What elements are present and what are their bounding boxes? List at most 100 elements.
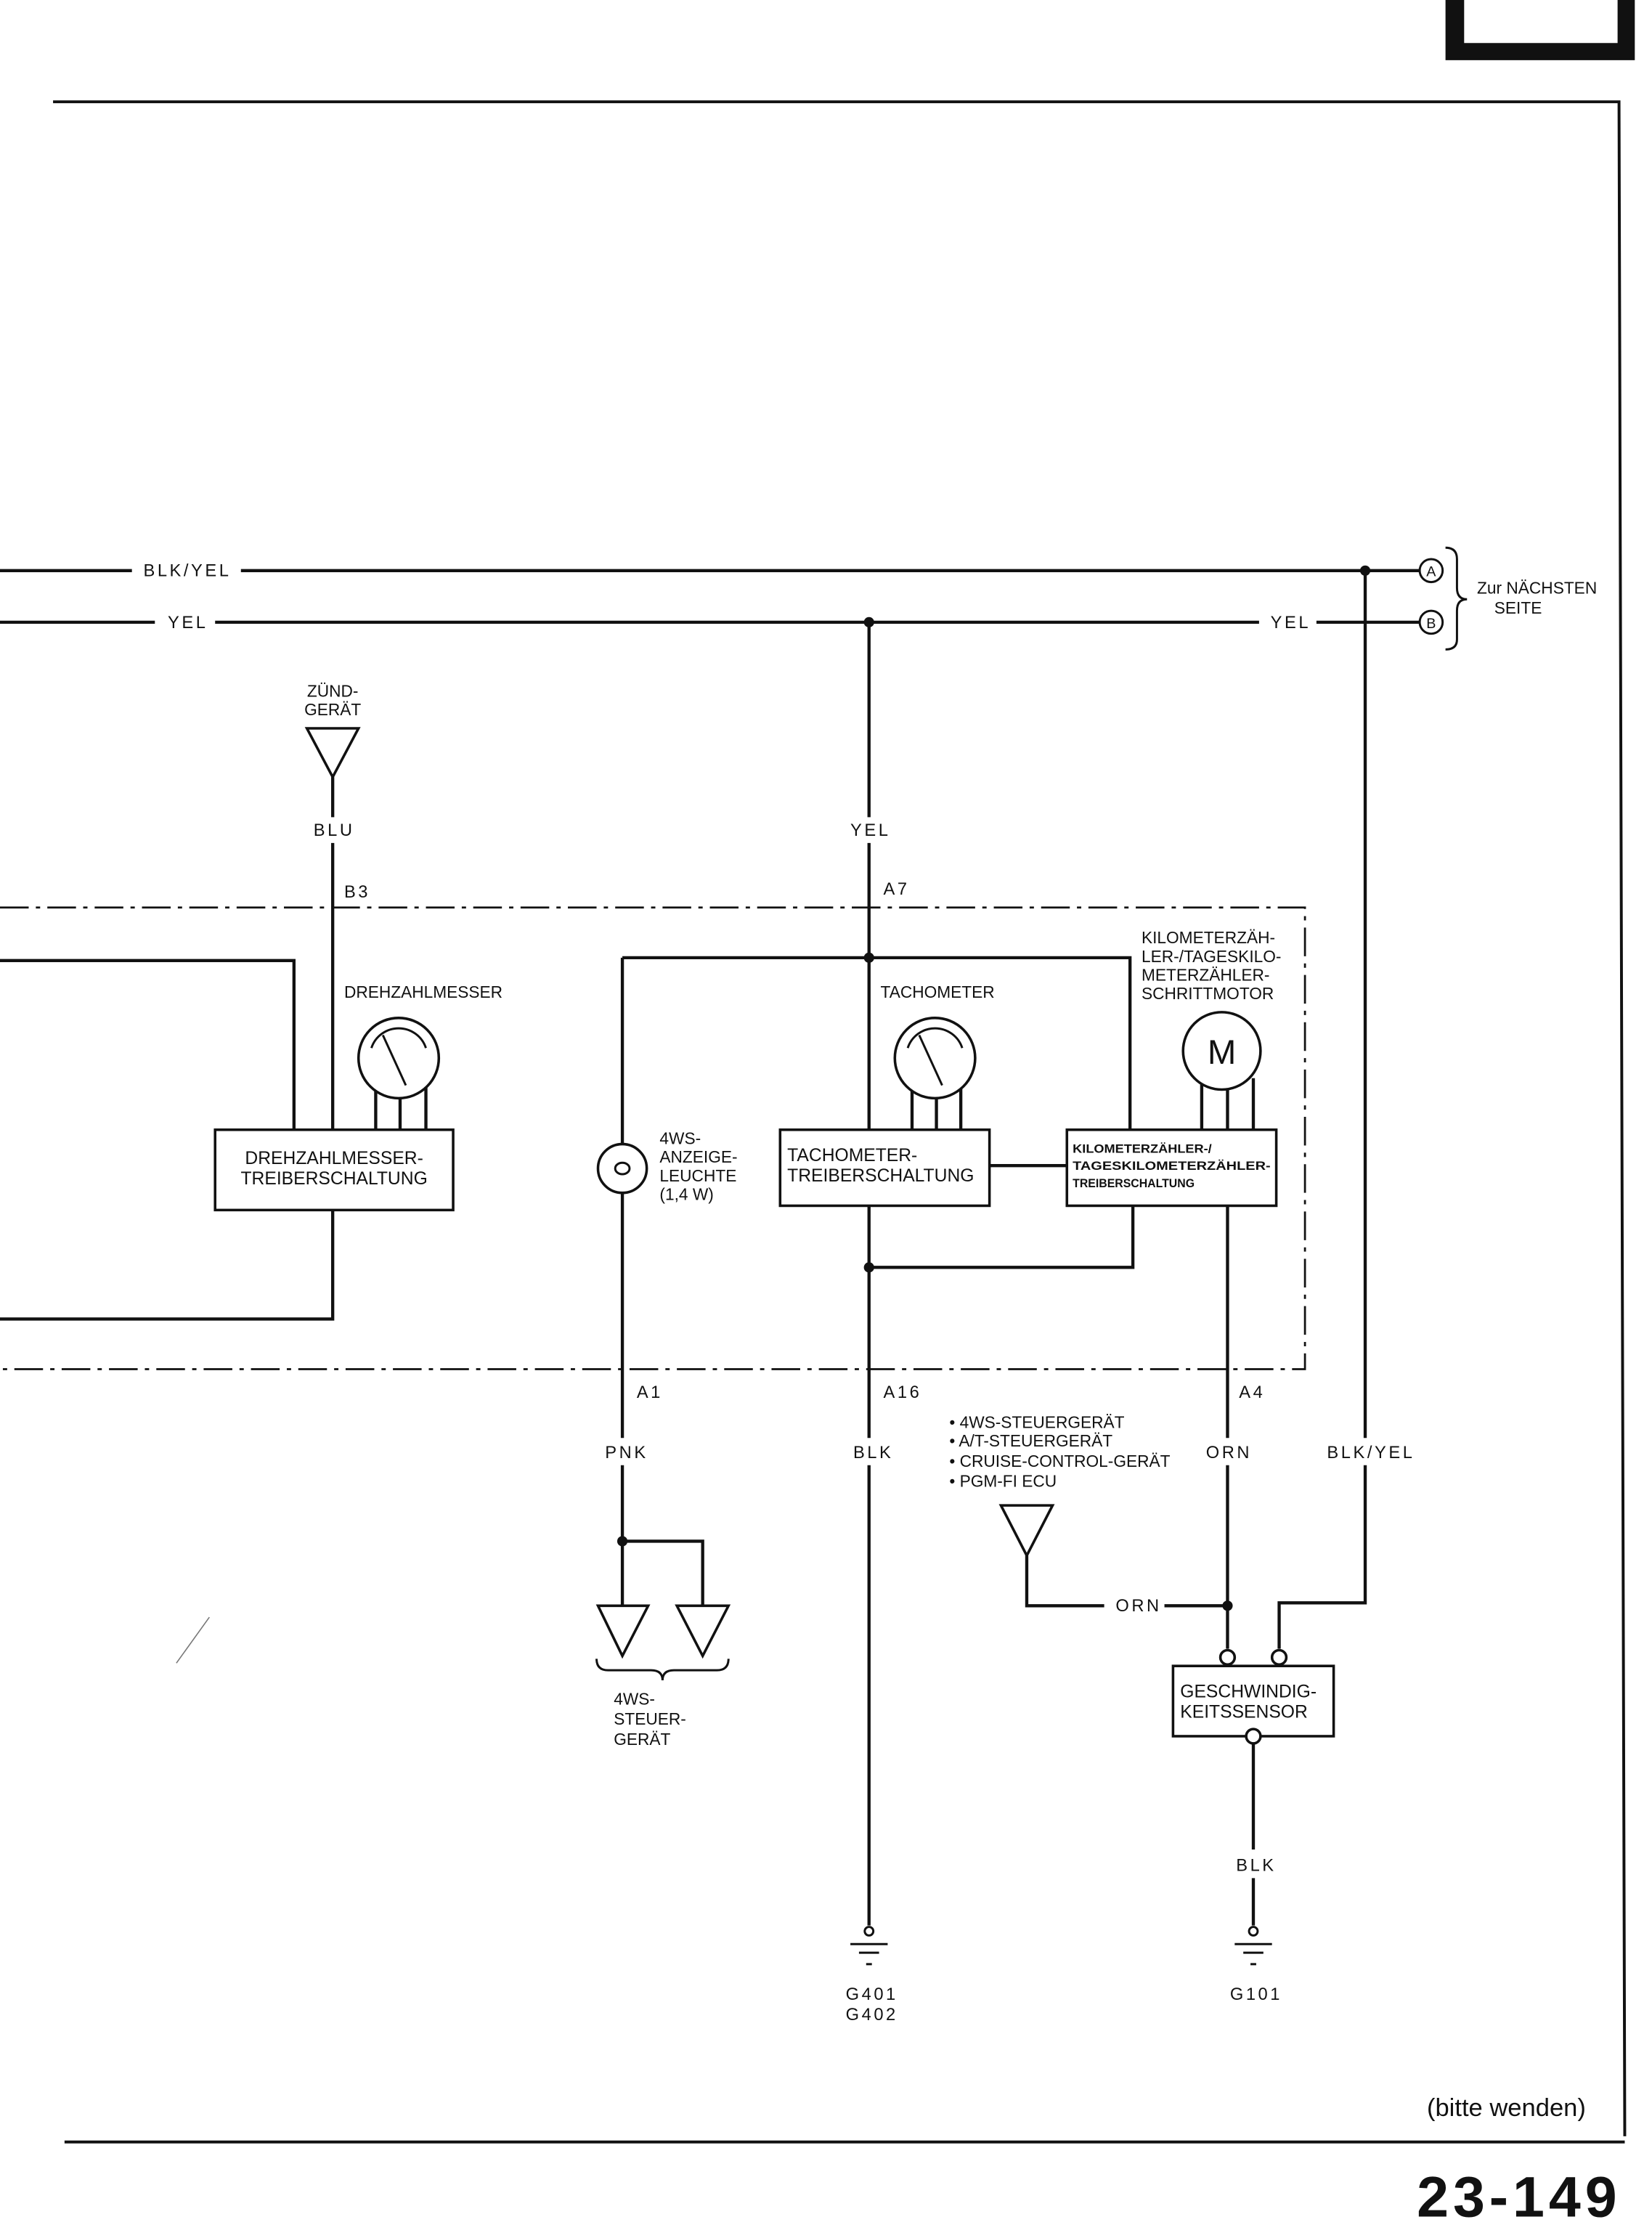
speed-sensor-rect xyxy=(1171,1664,1335,1738)
pin-label-a4: A4 xyxy=(1239,1383,1265,1402)
drehzahlmesser-driver-rect xyxy=(213,1128,455,1212)
ground-icon xyxy=(1234,1926,1272,1966)
pin-label-b3: B3 xyxy=(344,883,370,902)
tachometer-driver-rect xyxy=(778,1128,991,1208)
odometer-driver-line1: KILOMETERZÄHLER-/ xyxy=(1073,1142,1212,1155)
speed-sensor-label-line1: GESCHWINDIG- xyxy=(1180,1682,1317,1702)
motor-symbol: M xyxy=(1208,1033,1236,1072)
wire-label-blk-mid: BLK xyxy=(853,1444,893,1462)
terminal-icon xyxy=(1270,1648,1288,1667)
wire-label-yel-vertical: YEL xyxy=(850,821,890,840)
wire-cluster-feed xyxy=(622,956,1132,1130)
tachometer-driver-line1: TACHOMETER- xyxy=(787,1146,917,1165)
lamp-label-line4: (1,4 W) xyxy=(659,1185,713,1204)
wire-label-orn-horizontal: ORN xyxy=(1115,1597,1161,1616)
wire-driver-ground xyxy=(868,1205,1135,1269)
lamp-circle xyxy=(596,1142,648,1195)
gauge-needle xyxy=(918,1034,943,1086)
brace-icon xyxy=(595,1659,730,1681)
connector-circle-icon xyxy=(1418,558,1444,584)
ground-label-g402: G402 xyxy=(846,2006,898,2025)
tachometer-label: TACHOMETER xyxy=(881,982,995,1001)
zuend-geraet-label-line1: ZÜND- xyxy=(307,682,359,701)
pin-label-a1: A1 xyxy=(637,1383,663,1402)
wire-left-circuit xyxy=(0,959,335,1321)
odometer-motor-label-line2: LER-/TAGESKILO- xyxy=(1142,947,1281,966)
lamp-label-line2: ANZEIGE- xyxy=(659,1147,737,1166)
odometer-driver-line3: TREIBERSCHALTUNG xyxy=(1073,1176,1195,1190)
wire-label-blu: BLU xyxy=(314,821,355,840)
pin-label-a16: A16 xyxy=(883,1383,921,1402)
tachometer-driver-box: TACHOMETER- TREIBERSCHALTUNG xyxy=(778,1128,991,1208)
gauge-icon xyxy=(893,1017,977,1130)
control-unit-label-line1: 4WS- xyxy=(614,1690,655,1709)
gauge-scale xyxy=(906,1027,964,1049)
lamp-label-line1: 4WS- xyxy=(659,1129,701,1148)
connector-triangle-icon xyxy=(595,1604,651,1659)
drehzahlmesser-driver-line2: TREIBERSCHALTUNG xyxy=(240,1169,427,1189)
wire-label-pnk: PNK xyxy=(605,1444,648,1462)
speed-sensor: GESCHWINDIG- KEITSSENSOR xyxy=(1171,1648,1335,1745)
ground-terminal xyxy=(1248,1926,1259,1937)
wire-blk-yel-vertical xyxy=(1277,570,1367,1649)
gauge-circle xyxy=(357,1017,441,1100)
control-unit-label-line3: GERÄT xyxy=(614,1730,670,1749)
motor-icon: M xyxy=(1181,1011,1262,1130)
wire-label-yel-top-right: YEL xyxy=(1271,614,1311,632)
lamp-label-line3: LEUCHTE xyxy=(659,1166,736,1185)
footer-note: (bitte wenden) xyxy=(1427,2094,1586,2122)
control-unit-label-line2: STEUER- xyxy=(614,1709,686,1728)
odometer-driver-box: KILOMETERZÄHLER-/ TAGESKILOMETERZÄHLER- … xyxy=(1065,1128,1278,1208)
wire-orn-horizontal xyxy=(1025,1555,1228,1608)
brace-icon xyxy=(1445,546,1468,651)
gauge-circle xyxy=(893,1017,977,1100)
terminal-icon xyxy=(1218,1648,1237,1667)
page-number: 23-149 xyxy=(1417,2165,1621,2229)
odometer-motor-label-line3: METERZÄHLER- xyxy=(1142,965,1270,984)
odometer-driver-line2: TAGESKILOMETERZÄHLER- xyxy=(1073,1159,1271,1173)
wire-label-blk-bottom: BLK xyxy=(1236,1857,1276,1876)
connector-triangle-icon xyxy=(675,1604,731,1659)
speed-sensor-label-line2: KEITSSENSOR xyxy=(1180,1702,1308,1722)
ground-terminal xyxy=(863,1926,875,1937)
stray-pen-mark xyxy=(176,1616,210,1664)
gauge-needle xyxy=(381,1034,407,1086)
speed-consumer-item-3: • CRUISE-CONTROL-GERÄT xyxy=(949,1452,1170,1470)
connector-b: B xyxy=(1418,609,1444,635)
page-frame-top-right xyxy=(53,100,1627,2136)
connector-triangle-icon xyxy=(998,1504,1055,1559)
drehzahlmesser-label: DREHZAHLMESSER xyxy=(344,982,502,1001)
connector-a-label: A xyxy=(1426,564,1436,580)
drehzahlmesser-driver-box: DREHZAHLMESSER- TREIBERSCHALTUNG xyxy=(213,1128,455,1212)
next-page-label-line1: Zur NÄCHSTEN xyxy=(1477,578,1597,597)
speed-consumer-item-2: • A/T-STEUERGERÄT xyxy=(949,1431,1112,1450)
next-page-label-line2: SEITE xyxy=(1494,598,1542,617)
lamp-filament xyxy=(614,1161,631,1176)
pin-label-a7: A7 xyxy=(883,880,909,899)
connector-a: A xyxy=(1418,558,1444,584)
speed-consumer-item-4: • PGM-FI ECU xyxy=(949,1471,1057,1490)
zuend-geraet: ZÜND- GERÄT xyxy=(304,682,361,780)
wire-label-blk-yel-vertical: BLK/YEL xyxy=(1327,1444,1415,1462)
connector-triangle-icon xyxy=(304,727,361,780)
wire-label-orn-vertical: ORN xyxy=(1206,1444,1252,1462)
gauge-scale xyxy=(370,1027,427,1049)
gauge-icon xyxy=(357,1017,441,1130)
speed-consumer-item-1: • 4WS-STEUERGERÄT xyxy=(949,1412,1124,1431)
wire-label-blk-yel-top: BLK/YEL xyxy=(143,562,231,581)
terminal-icon xyxy=(1245,1728,1262,1745)
ground-bars xyxy=(1234,1942,1272,1966)
motor-legs xyxy=(1200,1078,1256,1130)
lamp-icon xyxy=(596,1142,648,1195)
wire-pnk-branch xyxy=(622,1539,704,1606)
tachometer-driver-line2: TREIBERSCHALTUNG xyxy=(787,1166,974,1186)
odometer-motor-label-line1: KILOMETERZÄH- xyxy=(1142,928,1275,947)
instrument-cluster-boundary xyxy=(0,906,1306,1370)
odometer-driver-rect xyxy=(1065,1128,1278,1208)
section-tab-marker xyxy=(1445,0,1635,60)
ground-label-g101: G101 xyxy=(1230,1985,1282,2004)
motor-circle xyxy=(1181,1011,1262,1091)
zuend-geraet-label-line2: GERÄT xyxy=(304,700,361,719)
ground-bars xyxy=(850,1942,888,1966)
